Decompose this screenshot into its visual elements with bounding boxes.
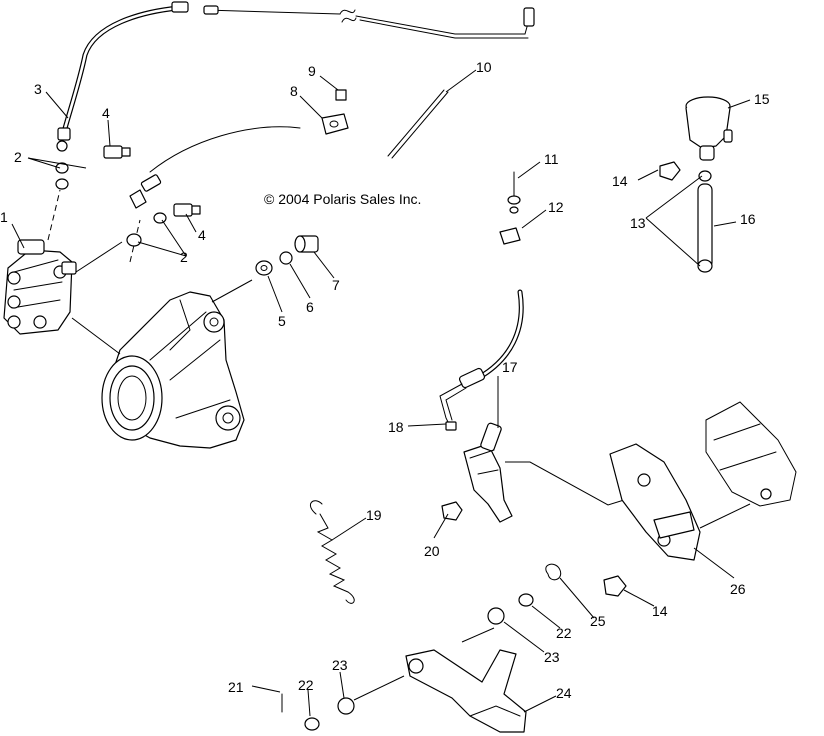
brake-caliper (3, 239, 77, 335)
callout-6: 6 (306, 299, 314, 315)
callout-21: 21 (228, 679, 244, 695)
callout-4: 4 (198, 227, 206, 243)
bracket-8 (321, 113, 349, 135)
callout-14: 14 (652, 603, 668, 619)
washer-22-upper (518, 593, 534, 607)
lower-brake-line (439, 289, 524, 431)
callout-11: 11 (544, 151, 559, 167)
callout-leaders (11, 69, 751, 717)
bushing-23-lower (337, 697, 355, 715)
callout-2: 2 (180, 249, 188, 265)
pin-11 (507, 171, 521, 214)
callout-19: 19 (366, 507, 382, 523)
sealing-washers (55, 162, 167, 247)
callout-25: 25 (590, 613, 606, 629)
callout-10: 10 (476, 59, 492, 75)
callout-22: 22 (556, 625, 572, 641)
reservoir-hose (697, 170, 713, 273)
callout-3: 3 (34, 81, 42, 97)
master-cylinder (463, 422, 513, 523)
copyright-notice: © 2004 Polaris Sales Inc. (264, 191, 421, 207)
callout-1: 1 (0, 209, 8, 225)
callout-20: 20 (424, 543, 440, 559)
callout-17: 17 (502, 359, 518, 375)
callout-12: 12 (548, 199, 564, 215)
callout-16: 16 (740, 211, 756, 227)
frame-section (705, 401, 797, 507)
callout-labels: 1 2 2 3 4 4 5 6 7 8 9 10 11 12 13 14 14 … (0, 59, 770, 701)
screw-9 (335, 89, 347, 101)
callout-13: 13 (630, 215, 646, 231)
callout-22: 22 (298, 677, 314, 693)
callout-23: 23 (332, 657, 348, 673)
assembly-lines (47, 126, 751, 701)
callout-2: 2 (14, 149, 22, 165)
callout-24: 24 (556, 685, 572, 701)
banjo-bolts (103, 145, 201, 217)
bushing-23-upper (487, 607, 505, 625)
callout-7: 7 (332, 277, 340, 293)
callout-9: 9 (308, 63, 316, 79)
callout-15: 15 (754, 91, 770, 107)
nut-20 (441, 501, 463, 521)
callout-8: 8 (290, 83, 298, 99)
fitting-14-top (659, 161, 681, 181)
nut-14-lower (603, 575, 627, 597)
callout-14: 14 (612, 173, 628, 189)
callout-4: 4 (102, 105, 110, 121)
middle-brake-line (129, 174, 162, 209)
upper-brake-line (56, 1, 535, 152)
push-rod-10 (387, 89, 449, 159)
washer-22-lower (304, 717, 320, 731)
return-spring (310, 500, 355, 604)
callout-23: 23 (544, 649, 560, 665)
clip-12 (499, 227, 521, 245)
callout-26: 26 (730, 581, 746, 597)
callout-5: 5 (278, 313, 286, 329)
brake-pedal (405, 649, 527, 733)
pedal-mount-bracket (609, 443, 701, 561)
clip-25 (545, 563, 562, 581)
fluid-reservoir (685, 96, 733, 161)
callout-18: 18 (388, 419, 404, 435)
hub-housing (101, 291, 245, 449)
caliper-mount-hardware (255, 235, 319, 276)
